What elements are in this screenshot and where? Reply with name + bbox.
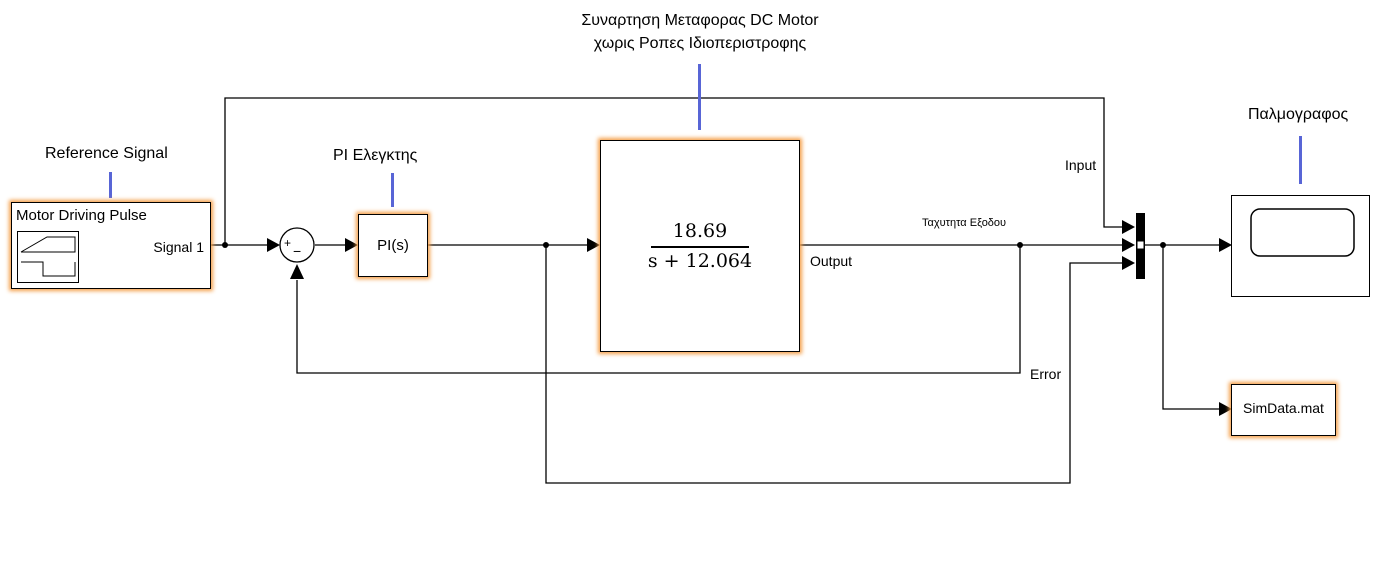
- pi-block-label: PI(s): [377, 237, 409, 254]
- annotation-connector: [698, 64, 701, 130]
- pi-controller-annotation: PI Ελεγκτης: [333, 147, 418, 164]
- input-signal-label: Input: [1065, 157, 1097, 173]
- annotation-connector: [109, 172, 112, 198]
- arrow-right: [1122, 220, 1135, 234]
- mux-center-port: [1136, 240, 1145, 250]
- pulse-signal-icon: [17, 231, 79, 283]
- wire-error-branch[interactable]: [545, 245, 1122, 484]
- to-file-label: SimData.mat: [1243, 400, 1324, 416]
- junction-dot: [222, 242, 228, 248]
- arrow-up: [290, 264, 304, 279]
- arrow-right: [1122, 238, 1135, 252]
- arrow-right: [267, 238, 280, 252]
- sum-minus-sign: −: [293, 243, 302, 259]
- transfer-function-block[interactable]: 18.69 s + 12.064: [600, 140, 800, 352]
- annotation-line-1: Συναρτηση Μεταφορας DC Motor: [581, 12, 819, 29]
- tf-fraction-bar: [651, 246, 749, 248]
- output-signal-label: Output: [810, 253, 853, 269]
- tf-denominator: s + 12.064: [647, 250, 753, 272]
- speed-signal-label: Ταχυτητα Εξοδου: [922, 217, 1007, 229]
- scope-annotation: Παλμογραφος: [1248, 106, 1349, 123]
- junction-dot: [1017, 242, 1023, 248]
- to-file-block[interactable]: SimData.mat: [1231, 384, 1336, 436]
- wire-input-branch[interactable]: [224, 97, 1122, 245]
- annotation-connector: [391, 173, 394, 207]
- scope-block[interactable]: [1231, 195, 1370, 297]
- wire-feedback[interactable]: [296, 245, 1021, 374]
- error-signal-label: Error: [1030, 366, 1062, 382]
- scope-screen-icon: [1250, 208, 1355, 257]
- arrow-right: [1219, 402, 1232, 416]
- reference-signal-annotation: Reference Signal: [45, 145, 168, 162]
- arrow-right: [345, 238, 358, 252]
- annotation-line-2: χωρις Ροπες Ιδιοπεριστροφης: [593, 35, 807, 52]
- source-block-title: Motor Driving Pulse: [16, 207, 147, 224]
- junction-dot: [1160, 242, 1166, 248]
- annotation-connector: [1299, 136, 1302, 184]
- wire-mux-to-file[interactable]: [1162, 245, 1220, 410]
- transfer-function-annotation: Συναρτηση Μεταφορας DC Motor χωρις Ροπες…: [540, 12, 860, 53]
- arrow-right: [1122, 256, 1135, 270]
- pi-controller-block[interactable]: PI(s): [358, 214, 428, 277]
- motor-driving-pulse-block[interactable]: Motor Driving Pulse Signal 1: [11, 202, 211, 289]
- source-port-label: Signal 1: [153, 239, 204, 255]
- junction-dot: [543, 242, 549, 248]
- arrow-right: [587, 238, 600, 252]
- sum-plus-sign: +: [284, 236, 292, 250]
- tf-numerator: 18.69: [672, 220, 728, 242]
- arrow-right: [1219, 238, 1232, 252]
